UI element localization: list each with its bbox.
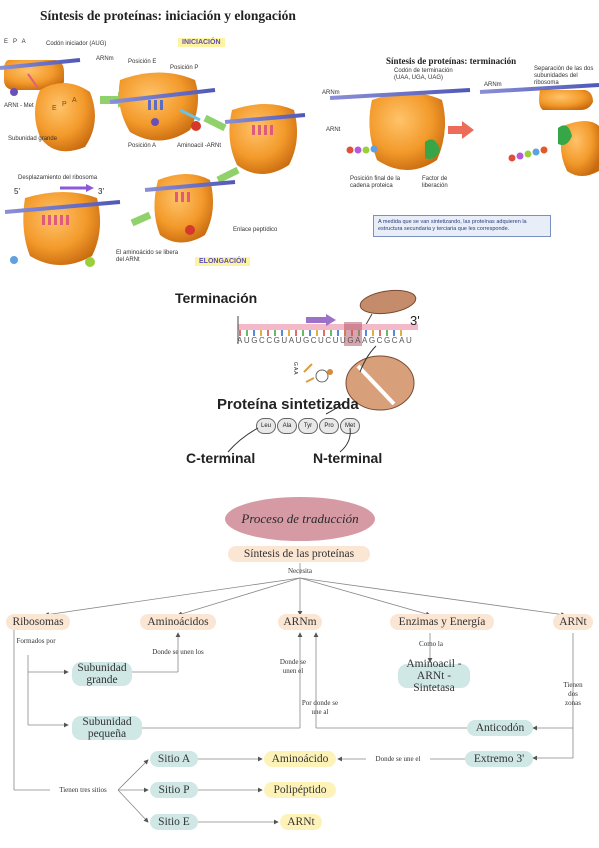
node-extremo3: Extremo 3'	[465, 751, 533, 767]
node-sitio-e: Sitio E	[150, 814, 198, 830]
aa-ala: Ala	[277, 418, 297, 434]
aa-pro: Pro	[319, 418, 339, 434]
node-sitio-p: Sitio P	[150, 782, 198, 798]
node-arnt-leaf: ARNt	[280, 814, 322, 830]
arnm-term-label: ARNm	[322, 90, 340, 96]
map-root: Síntesis de las proteínas	[228, 546, 370, 562]
svg-text:A: A	[72, 97, 77, 104]
svg-text:E: E	[52, 105, 57, 112]
tienen-dos-zonas-label: Tienen dos zonas	[563, 681, 583, 707]
node-aminoacidos: Aminoácidos	[140, 614, 216, 630]
anticodon-gaa: G A A	[292, 362, 298, 375]
aa-leu: Leu	[256, 418, 276, 434]
term-note: A medida que se van sintetizando, las pr…	[373, 215, 551, 237]
terminal-arrows	[227, 427, 351, 453]
map-title: Proceso de traducción	[225, 497, 375, 541]
posicion-e-label: Posición E	[128, 59, 157, 65]
node-arnm: ARNm	[278, 614, 322, 630]
aminoacido-libera-label: El aminoácido se libera del ARNt	[116, 250, 179, 263]
arnm-label: ARNm	[96, 56, 114, 62]
aa-tyr: Tyr	[298, 418, 318, 434]
formados-por-label: Formados por	[16, 637, 56, 645]
node-subunidad-pequena: Subunidad pequeña	[72, 716, 142, 740]
terminacion-title: Terminación	[175, 290, 258, 306]
enlace-peptidico-label: Enlace peptídico	[233, 227, 278, 233]
three-prime-term: 3'	[410, 313, 420, 328]
node-enzimas: Enzimas y Energía	[390, 614, 494, 630]
codon-iniciador-label: Codón iniciador (AUG)	[46, 41, 107, 47]
aminoacid-chain: Leu Ala Tyr Pro Met	[256, 418, 360, 434]
term-panel-title: Síntesis de proteínas: terminación	[386, 56, 517, 66]
codon-terminacion-label: Codón de terminación (UAA, UGA, UAG)	[394, 68, 453, 81]
como-la-label: Como la	[419, 640, 443, 648]
svg-text:P: P	[62, 101, 67, 108]
terminacion-illustration	[237, 289, 418, 415]
posicion-final-label: Posición final de la cadena proteica	[350, 176, 401, 189]
node-subunidad-grande: Subunidad grande	[72, 662, 132, 686]
arnm-term-label-2: ARNm	[484, 82, 502, 88]
node-ribosomas: Ribosomas	[6, 614, 70, 630]
factor-liberacion-label: Factor de liberación	[422, 176, 448, 189]
separacion-label: Separación de las dos subunidades del ri…	[534, 66, 594, 86]
node-anticodon: Anticodón	[467, 720, 533, 736]
arnt-term-label: ARNt	[326, 127, 341, 133]
n-terminal-label: N-terminal	[313, 450, 383, 466]
node-polipeptido: Polipéptido	[264, 782, 336, 798]
iniciacion-badge: INICIACIÓN	[178, 38, 225, 47]
donde-se-unen-el-label: Donde se unen el	[279, 658, 307, 675]
desplazamiento-label: Desplazamiento del ribosoma	[18, 175, 98, 181]
node-sitio-a: Sitio A	[150, 751, 198, 767]
ribosome-2	[118, 72, 199, 141]
ribosome-term-small	[539, 90, 593, 110]
elongacion-badge: ELONGACIÓN	[195, 257, 251, 266]
tienen-tres-sitios-label: Tienen tres sitios	[50, 786, 116, 795]
top-title: Síntesis de proteínas: iniciación y elon…	[40, 8, 296, 23]
top-illustration: EPA	[0, 58, 599, 267]
mrna-sequence: AUGCCGUAUGCUCUUGAAGCGCAU	[237, 336, 414, 345]
epa-label: E P A	[4, 39, 26, 45]
node-arnt: ARNt	[553, 614, 593, 630]
donde-se-unen-los-label: Donde se unen los	[152, 648, 204, 656]
ribosome-large-1	[35, 82, 95, 152]
subunidad-grande-label: Subunidad grande	[8, 136, 58, 142]
arnt-met-label: ARNt - Met	[4, 103, 34, 109]
map-title-text: Proceso de traducción	[241, 511, 359, 526]
c-terminal-label: C-terminal	[186, 450, 256, 466]
ribosome-4	[154, 174, 214, 243]
necesita-label: Necesita	[287, 567, 313, 575]
donde-se-une-el-label: Donde se une el	[366, 755, 430, 764]
node-aminoacil-sintetasa: Aminoacil -ARNt -Sintetasa	[398, 658, 470, 694]
posicion-a-label: Posición A	[128, 143, 157, 149]
aminoacil-arnt-label: Aminoacil -ARNt	[177, 143, 222, 149]
five-prime: 5'	[14, 187, 20, 196]
node-aminoacido: Aminoácido	[264, 751, 336, 767]
posicion-p-label: Posición P	[170, 65, 199, 71]
proteina-sintetizada: Proteína sintetizada	[217, 396, 359, 413]
por-donde-se-une-al-label: Por donde se une al	[301, 699, 339, 716]
three-prime: 3'	[98, 187, 104, 196]
